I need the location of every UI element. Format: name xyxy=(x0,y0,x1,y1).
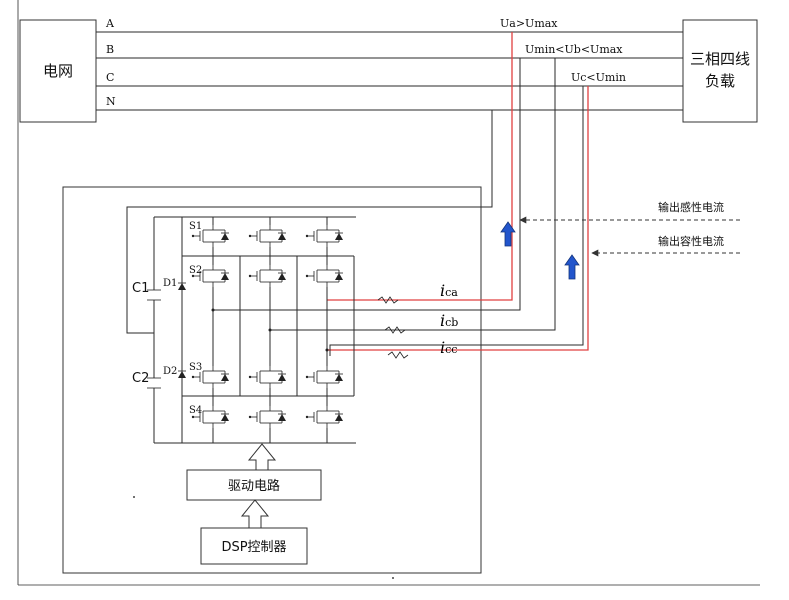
clamp-diode-d2 xyxy=(178,371,186,378)
load-label-line1: 三相四线 xyxy=(690,50,750,68)
grid-box xyxy=(19,19,97,123)
label-inductive-output: 输出感性电流 xyxy=(658,200,724,214)
load-box xyxy=(682,19,758,123)
node-leg-b xyxy=(268,328,272,332)
switch-label-s2: S2 xyxy=(189,265,202,276)
switch-label-s3: S3 xyxy=(189,362,202,373)
diode-label-d2: D2 xyxy=(163,366,177,377)
bus-label-c: C xyxy=(106,71,114,84)
condition-b: Umin<Ub<Umax xyxy=(525,43,623,56)
current-label-c: icc xyxy=(440,338,457,357)
driver-circuit-label: 驱动电路 xyxy=(228,478,280,494)
bus-label-b: B xyxy=(106,43,114,56)
inductor-c xyxy=(387,351,409,359)
up-hollow-arrow-icon xyxy=(240,499,270,529)
condition-a: Ua>Umax xyxy=(500,17,558,30)
node-leg-c xyxy=(325,348,329,352)
switch-label-s4: S4 xyxy=(189,405,202,416)
up-arrow-icon xyxy=(564,254,580,280)
dsp-controller-label: DSP控制器 xyxy=(221,540,286,555)
inductor-a xyxy=(377,296,399,304)
condition-c: Uc<Umin xyxy=(571,71,626,84)
phase-c-drop xyxy=(329,86,584,356)
capacitor-c1-label: C1 xyxy=(132,281,149,296)
phase-a-drop xyxy=(327,32,513,301)
inductor-b xyxy=(384,326,406,334)
stray-dot xyxy=(133,496,135,498)
bus-label-n: N xyxy=(106,95,116,108)
phase-c-drop-red xyxy=(327,86,589,351)
grid-label: 电网 xyxy=(43,62,73,80)
inverter-enclosure xyxy=(62,186,482,574)
phase-b-drop-main xyxy=(270,58,556,331)
node-leg-a xyxy=(211,308,215,312)
up-hollow-arrow-icon xyxy=(247,443,277,471)
diode-label-d1: D1 xyxy=(163,278,177,289)
neutral-connection xyxy=(126,110,493,334)
dsp-controller-box xyxy=(200,527,308,565)
load-label-line2: 负载 xyxy=(705,72,735,90)
stray-dot xyxy=(392,577,394,579)
current-label-a: ica xyxy=(440,281,458,300)
current-label-b: icb xyxy=(440,311,458,330)
phase-b-drop xyxy=(213,58,521,311)
bus-label-a: A xyxy=(105,17,115,30)
switch-label-s1: S1 xyxy=(189,221,202,232)
driver-circuit-box xyxy=(186,469,322,501)
capacitor-c2-label: C2 xyxy=(132,371,149,386)
clamp-diode-d1 xyxy=(178,283,186,290)
up-arrow-icon xyxy=(500,221,516,247)
switch-legs xyxy=(182,217,355,443)
label-capacitive-output: 输出容性电流 xyxy=(658,234,724,248)
